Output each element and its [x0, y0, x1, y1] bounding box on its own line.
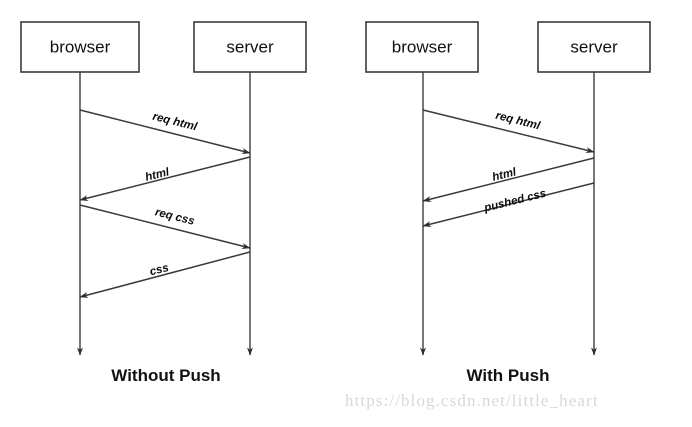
message-arrow	[422, 182, 595, 227]
diagram-with-push: browser server req html html pushed cssWith …	[365, 21, 651, 385]
message-label: html	[491, 166, 518, 184]
caption-without-push: Without Push	[111, 366, 220, 385]
actor-label-server: server	[226, 37, 274, 56]
actor-browser[interactable]: browser	[365, 21, 479, 356]
message-label: pushed css	[482, 188, 547, 215]
actor-box-server[interactable]	[193, 21, 307, 73]
message-3[interactable]: css	[79, 251, 251, 298]
message-label: html	[144, 166, 171, 184]
message-0[interactable]: req html	[422, 109, 595, 154]
actor-browser[interactable]: browser	[20, 21, 140, 356]
actor-server[interactable]: server	[193, 21, 307, 356]
caption-with-push: With Push	[467, 366, 550, 385]
actor-label-browser: browser	[50, 37, 111, 56]
message-arrow	[79, 204, 251, 249]
actor-box-browser[interactable]	[20, 21, 140, 73]
message-arrow	[79, 251, 251, 298]
message-label: css	[149, 262, 171, 278]
message-2[interactable]: pushed css	[422, 182, 595, 227]
message-arrow	[79, 109, 251, 154]
message-2[interactable]: req css	[79, 204, 251, 249]
actor-label-server: server	[570, 37, 618, 56]
message-0[interactable]: req html	[79, 109, 251, 154]
actor-label-browser: browser	[392, 37, 453, 56]
message-arrow	[422, 109, 595, 154]
watermark-text: https://blog.csdn.net/little_heart	[345, 391, 599, 410]
message-arrow	[79, 156, 251, 201]
message-1[interactable]: html	[422, 157, 595, 202]
message-arrow	[422, 157, 595, 202]
message-1[interactable]: html	[79, 156, 251, 201]
actor-box-browser[interactable]	[365, 21, 479, 73]
actor-box-server[interactable]	[537, 21, 651, 73]
diagram-without-push: browser server req html html req css cssWitho…	[20, 21, 307, 385]
actor-server[interactable]: server	[537, 21, 651, 356]
